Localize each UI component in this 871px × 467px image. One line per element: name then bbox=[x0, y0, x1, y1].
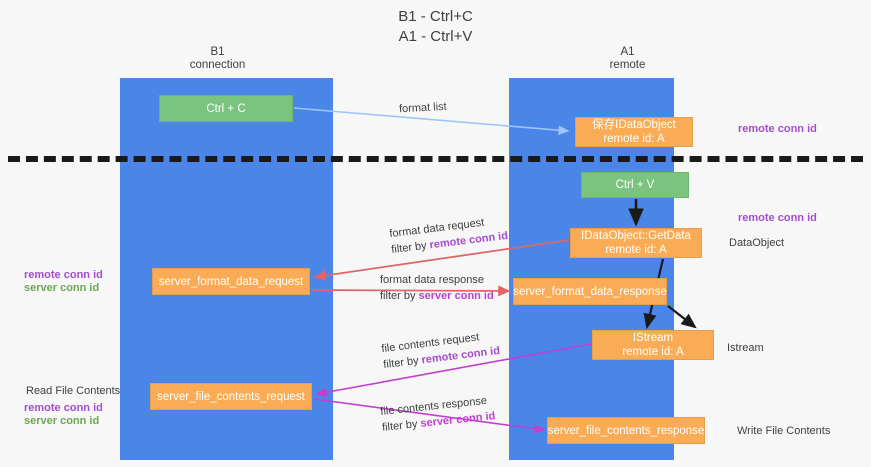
lane-header-a1: A1 remote bbox=[570, 46, 685, 72]
node-save-idataobject[interactable]: 保存IDataObject remote id: A bbox=[575, 117, 693, 147]
lane-header-b1: B1 connection bbox=[160, 46, 275, 72]
edge-label-format-data-response: format data response filter by server co… bbox=[380, 272, 494, 304]
filter-prefix: filter by bbox=[380, 290, 419, 302]
node-server-file-contents-response-label: server_file_contents_response bbox=[547, 424, 705, 437]
phase-divider bbox=[8, 156, 863, 162]
node-server-file-contents-response[interactable]: server_file_contents_response bbox=[547, 417, 705, 444]
note-left-server-conn-id-top: server conn id bbox=[24, 282, 100, 294]
note-left-remote-conn-id-bottom: remote conn id bbox=[24, 402, 103, 414]
node-server-file-contents-request[interactable]: server_file_contents_request bbox=[150, 383, 312, 410]
edge-label-format-list: format list bbox=[399, 99, 447, 117]
diagram-title-line1: B1 - Ctrl+C bbox=[398, 8, 473, 25]
node-server-format-data-request[interactable]: server_format_data_request bbox=[152, 268, 310, 295]
lane-header-b1-sublabel: connection bbox=[189, 59, 246, 71]
lane-header-b1-name: B1 bbox=[210, 46, 225, 58]
node-server-format-data-response[interactable]: server_format_data_response bbox=[513, 278, 667, 305]
node-idataobject-getdata[interactable]: IDataObject::GetData remote id: A bbox=[570, 228, 702, 258]
node-ctrl-c[interactable]: Ctrl + C bbox=[159, 95, 293, 122]
filter-key-server-conn-id: server conn id bbox=[418, 290, 494, 302]
node-server-file-contents-request-label: server_file_contents_request bbox=[157, 390, 305, 403]
filter-prefix: filter by bbox=[381, 417, 422, 434]
node-save-idataobject-sub: remote id: A bbox=[603, 133, 665, 145]
note-istream: Istream bbox=[727, 342, 764, 354]
node-ctrl-c-label: Ctrl + C bbox=[206, 102, 246, 115]
note-right-remote-conn-id-top: remote conn id bbox=[738, 123, 817, 135]
filter-prefix: filter by bbox=[382, 354, 423, 372]
node-istream-sub: remote id: A bbox=[622, 346, 684, 358]
diagram-title: B1 - Ctrl+C A1 - Ctrl+V bbox=[0, 7, 871, 47]
note-left-server-conn-id-bottom: server conn id bbox=[24, 415, 100, 427]
node-ctrl-v[interactable]: Ctrl + V bbox=[581, 172, 689, 198]
edge-label-file-contents-request: file contents request filter by remote c… bbox=[380, 327, 501, 373]
edge-label-format-data-request: format data request filter by remote con… bbox=[388, 212, 509, 258]
node-idataobject-getdata-label: IDataObject::GetData bbox=[581, 230, 691, 242]
filter-prefix: filter by bbox=[390, 239, 431, 257]
node-idataobject-getdata-sub: remote id: A bbox=[605, 244, 667, 256]
node-server-format-data-request-label: server_format_data_request bbox=[158, 275, 304, 288]
note-write-file-contents: Write File Contents bbox=[737, 425, 831, 437]
note-dataobject: DataObject bbox=[729, 237, 785, 249]
diagram-title-line2: A1 - Ctrl+V bbox=[398, 28, 473, 45]
note-read-file-contents: Read File Contents bbox=[26, 385, 121, 397]
edge-label-format-data-response-line2: filter by server conn id bbox=[380, 288, 494, 304]
node-ctrl-v-label: Ctrl + V bbox=[615, 179, 655, 191]
lane-header-a1-name: A1 bbox=[620, 46, 635, 58]
lane-header-a1-sublabel: remote bbox=[609, 59, 646, 71]
node-istream[interactable]: IStream remote id: A bbox=[592, 330, 714, 360]
node-istream-label: IStream bbox=[632, 332, 674, 344]
node-save-idataobject-label: 保存IDataObject bbox=[592, 119, 676, 131]
edge-label-file-contents-response: file contents response filter by server … bbox=[380, 392, 496, 436]
edge-label-format-data-response-line1: format data response bbox=[380, 274, 484, 286]
note-left-remote-conn-id-top: remote conn id bbox=[24, 269, 103, 281]
note-right-remote-conn-id-mid: remote conn id bbox=[738, 212, 817, 224]
edge-label-format-list-text: format list bbox=[398, 100, 447, 116]
node-server-format-data-response-label: server_format_data_response bbox=[513, 285, 667, 298]
